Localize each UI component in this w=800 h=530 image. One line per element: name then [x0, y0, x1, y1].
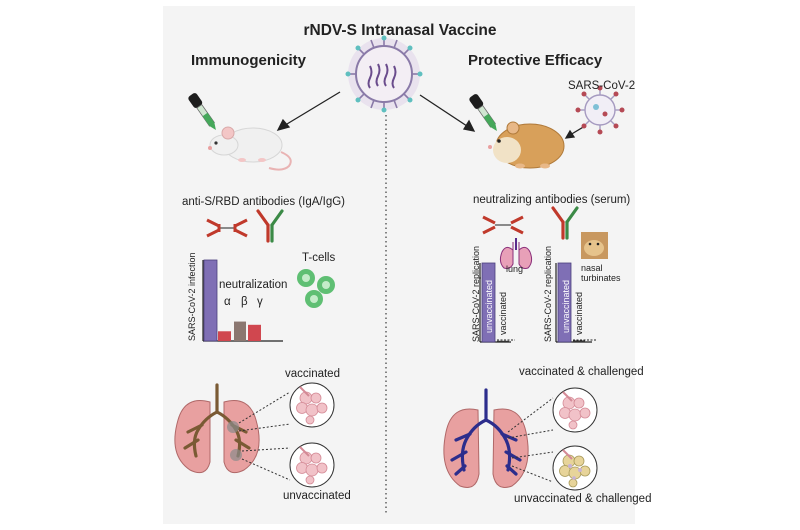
arrow-virus-to-hamster — [564, 125, 586, 139]
sars-cov-2-icon — [575, 85, 625, 135]
chart-nasal-replication — [555, 262, 596, 343]
chart-neutralization — [202, 259, 283, 342]
zoom-lines-left — [238, 391, 291, 481]
antibody-neutralizing-icon-a — [482, 215, 524, 235]
label-anti-s-rbd: anti-S/RBD antibodies (IgA/IgG) — [182, 196, 345, 208]
chart-bar — [248, 324, 261, 341]
alveoli-vaccinated-left — [289, 382, 335, 428]
chart-bar — [573, 340, 585, 342]
alveoli-vaccinated-right — [552, 387, 598, 433]
lungs-right-illustration — [443, 388, 529, 488]
chart1-tick-beta: β — [241, 296, 248, 308]
zoom-lines-right — [507, 397, 554, 483]
chart3-ylabel: SARS-CoV-2 replication — [543, 245, 553, 342]
chart-bar — [557, 262, 572, 343]
chart3-organ-label: nasal turbinates — [581, 263, 621, 283]
t-cells-icon — [297, 269, 335, 308]
chart-bar — [481, 262, 496, 343]
chart1-tick-alpha: α — [224, 296, 231, 308]
chart-bar — [234, 321, 246, 341]
dropper-icon-left — [188, 93, 216, 131]
chart-bar — [203, 259, 218, 342]
arrow-to-hamster — [419, 94, 476, 132]
chart1-ylabel: SARS-CoV-2 infection — [187, 252, 197, 341]
heading-immunogenicity: Immunogenicity — [191, 52, 307, 69]
antibody-neutralizing-icon-b — [551, 206, 579, 240]
chart1-tick-gamma: γ — [257, 296, 263, 308]
label-t-cells: T-cells — [302, 252, 336, 264]
hamster-photo — [581, 232, 608, 259]
antibody-igA-icon — [206, 218, 248, 238]
mouse-icon — [208, 126, 292, 171]
arrow-to-mouse — [276, 91, 341, 132]
chart1-annotation: neutralization — [219, 279, 288, 291]
label-neutralizing-antibodies: neutralizing antibodies (serum) — [473, 194, 631, 206]
chart2-bar-label-unvaccinated: unvaccinated — [484, 279, 494, 333]
chart2-bar-label-vaccinated: vaccinated — [498, 291, 508, 335]
chart2-organ-label: lung — [506, 264, 524, 274]
chart3-bar-label-unvaccinated: unvaccinated — [561, 279, 571, 333]
figure-title: rNDV-S Intranasal Vaccine — [303, 22, 497, 39]
antibody-igG-icon — [256, 209, 284, 243]
alveoli-unvaccinated-right — [552, 445, 598, 491]
chart2-ylabel: SARS-CoV-2 replication — [471, 245, 481, 342]
label-unvaccinated-challenged: unvaccinated & challenged — [514, 493, 652, 505]
rndv-virus-icon — [345, 35, 423, 113]
alveoli-unvaccinated-left — [289, 442, 335, 488]
label-unvaccinated-left: unvaccinated — [283, 490, 351, 502]
heading-protective-efficacy: Protective Efficacy — [468, 52, 603, 69]
lungs-left-illustration — [174, 383, 260, 474]
label-vaccinated-challenged: vaccinated & challenged — [519, 366, 644, 378]
chart3-bar-label-vaccinated: vaccinated — [574, 291, 584, 335]
label-vaccinated-left: vaccinated — [285, 368, 340, 380]
chart-bar — [218, 331, 231, 341]
chart-bar — [497, 340, 509, 342]
hamster-icon — [488, 121, 565, 169]
lung-small-icon — [499, 238, 533, 269]
dropper-icon-right — [469, 94, 497, 132]
label-sars-cov-2: SARS-CoV-2 — [568, 80, 636, 92]
chart-lung-replication — [479, 262, 515, 343]
